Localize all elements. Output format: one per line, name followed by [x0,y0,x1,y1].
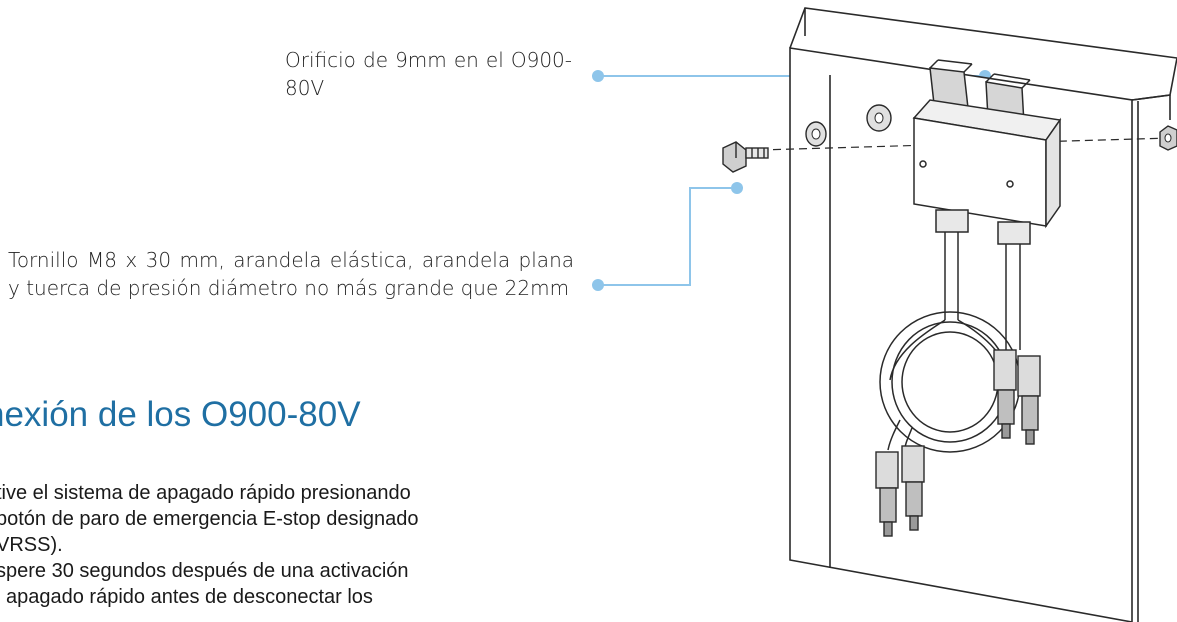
instruction-line: tive el sistema de apagado rápido presio… [0,482,411,504]
bolt-axis [759,137,1171,151]
lock-washer-icon [805,121,827,147]
flat-washer-icon [866,104,892,132]
instruction-line: VRSS). [0,534,63,556]
instruction-line: botón de paro de emergencia E-stop desig… [0,508,419,530]
instruction-line: l apagado rápido antes de desconectar lo… [0,586,373,608]
callout-hole-label: Orificio de 9mm en el O900-80V [285,48,572,100]
instruction-body: tive el sistema de apagado rápido presio… [0,480,574,610]
connector-right-pair [993,349,1041,445]
instruction-line: spere 30 segundos después de una activac… [0,560,409,582]
bolt-icon [722,141,769,173]
optimizer-device [912,59,1062,245]
mounting-plate [789,7,1177,622]
section-heading: nexión de los O900-80V [0,395,361,434]
callout-hardware-label: Tornillo M8 x 30 mm, arandela elástica, … [8,248,574,300]
nut-icon [1159,125,1177,151]
callout-leader-hardware [592,182,743,291]
connector-left-pair [875,445,925,537]
